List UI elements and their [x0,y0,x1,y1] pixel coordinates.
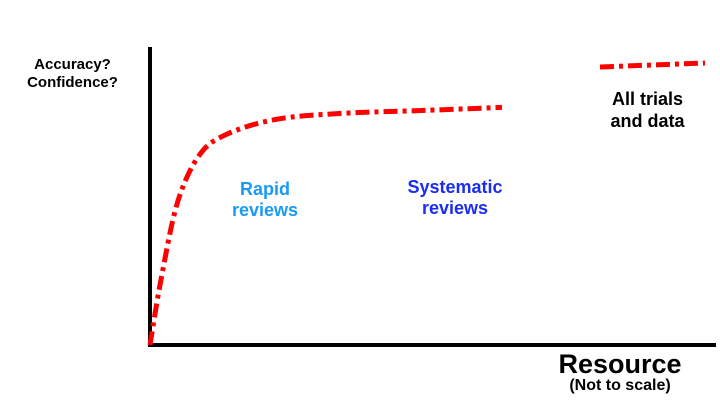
x-axis-label: Resource [558,349,682,379]
legend-label-line: and data [610,111,685,131]
annotation-line: Rapid [239,179,290,199]
legend-line-all-trials [599,60,706,70]
y-axis-label-line-1: Accuracy? [34,56,111,73]
y-axis-label-line-2: Confidence? [27,74,118,91]
annotation-line: Systematic [407,177,503,197]
legend-label-line: All trials [611,89,684,109]
legend-label: All trials and data [585,88,710,132]
annotation-line: reviews [421,198,489,218]
series-line-all-trials [147,104,503,346]
annotation-rapid-reviews: Rapid reviews [205,179,325,221]
y-axis-label: Accuracy? Confidence? [0,56,145,92]
annotation-systematic-reviews: Systematic reviews [375,177,535,219]
annotation-line: reviews [231,200,299,220]
x-axis-note: (Not to scale) [569,377,671,394]
